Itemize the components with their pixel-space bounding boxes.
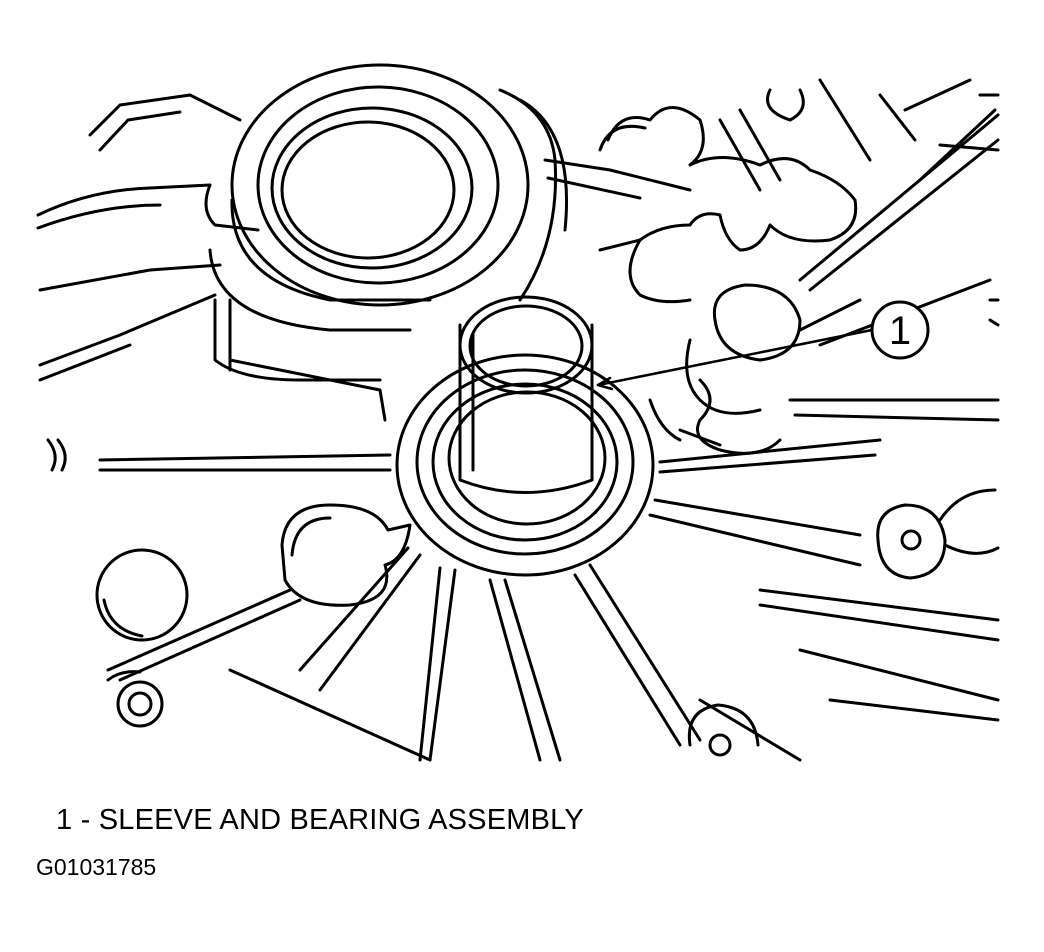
sleeve-bearing-diagram: 1 [36,63,1000,762]
bolt-bosses [687,488,1000,757]
figure-id: G01031785 [36,854,157,880]
housing-outline [36,93,260,472]
upper-boss [208,63,569,382]
sleeve [458,295,594,494]
central-bore [395,353,655,577]
callout-leader [596,328,874,391]
right-small-pocket [648,113,1000,455]
legend-item: 1 - SLEEVE AND BEARING ASSEMBLY [56,804,584,837]
radial-ribs [98,438,1000,762]
legend-separator: - [72,804,99,836]
callout-circle [870,300,930,360]
legend-label: SLEEVE AND BEARING ASSEMBLY [98,804,584,836]
lower-left-pockets [95,358,412,728]
callout-1: 1 [870,300,930,360]
legend-number: 1 [56,804,73,836]
callout-number: 1 [889,309,911,353]
